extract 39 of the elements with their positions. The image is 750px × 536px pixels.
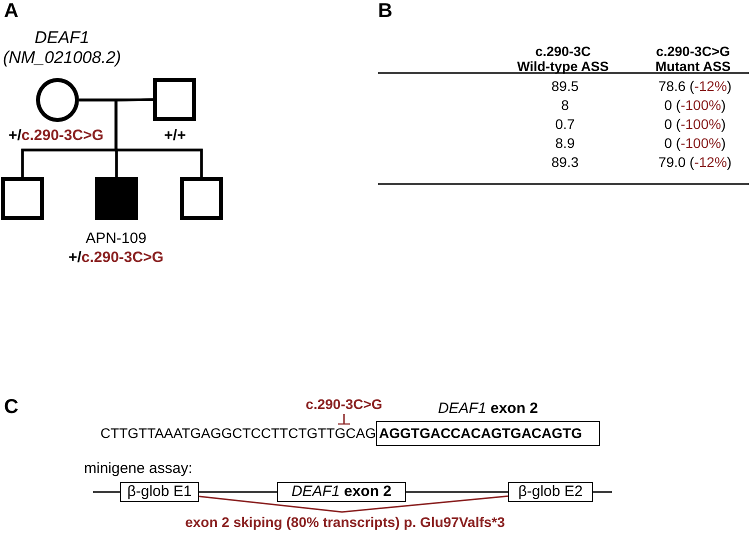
dna-sequence: CTTGTTAAATGAGGCTCCTTCTGTTGCAG [99, 425, 376, 441]
exon-box: β-glob E2 [508, 482, 593, 502]
pedigree-male-symbol [180, 177, 223, 220]
splice-line [198, 495, 508, 513]
pedigree-female-symbol [36, 78, 79, 122]
panel-letter: C [4, 396, 20, 419]
connector-line [406, 491, 508, 493]
table-value: 78.6 (-12%) [657, 78, 733, 94]
table-value: 0 (-100%) [663, 135, 727, 151]
table-value: 0.7 [554, 116, 576, 132]
table-value: 89.5 [550, 78, 580, 94]
patient-id-label: APN-109 [84, 230, 148, 247]
panel-letter: A [4, 0, 20, 23]
genotype-label: +/c.290-3C>G [7, 127, 105, 144]
assay-label: minigene assay: [84, 460, 194, 477]
connector-line [199, 491, 277, 493]
table-value: 0 (-100%) [663, 97, 727, 113]
exon-box: β-glob E1 [120, 482, 199, 502]
table-value: 79.0 (-12%) [657, 154, 733, 170]
table-value: 8.9 [554, 135, 576, 151]
gene-title: DEAF1 (NM_021008.2) [2, 28, 122, 68]
variant-label: c.290-3C>G [300, 396, 388, 414]
exon-sequence-box: AGGTGACCACAGTGACAGTG [376, 421, 600, 446]
table-value: 8 [560, 97, 570, 113]
connector-line [593, 491, 612, 493]
column-header: c.290-3C Wild-type ASS [516, 44, 610, 74]
column-header: c.290-3C>G Mutant ASS [654, 44, 732, 74]
connector-line [114, 98, 203, 177]
pedigree-male-symbol [1, 177, 44, 220]
table-value: 89.3 [550, 154, 580, 170]
exon-box: DEAF1 exon 2 [277, 482, 406, 502]
leader-line [337, 414, 351, 425]
connector-line [93, 491, 120, 493]
table-value: 0 (-100%) [663, 116, 727, 132]
affected-male-symbol [95, 177, 138, 220]
pedigree-male-symbol [153, 78, 196, 121]
panel-letter: B [378, 0, 394, 23]
genotype-label: +/+ [163, 127, 187, 144]
genotype-label: +/c.290-3C>G [67, 249, 165, 266]
